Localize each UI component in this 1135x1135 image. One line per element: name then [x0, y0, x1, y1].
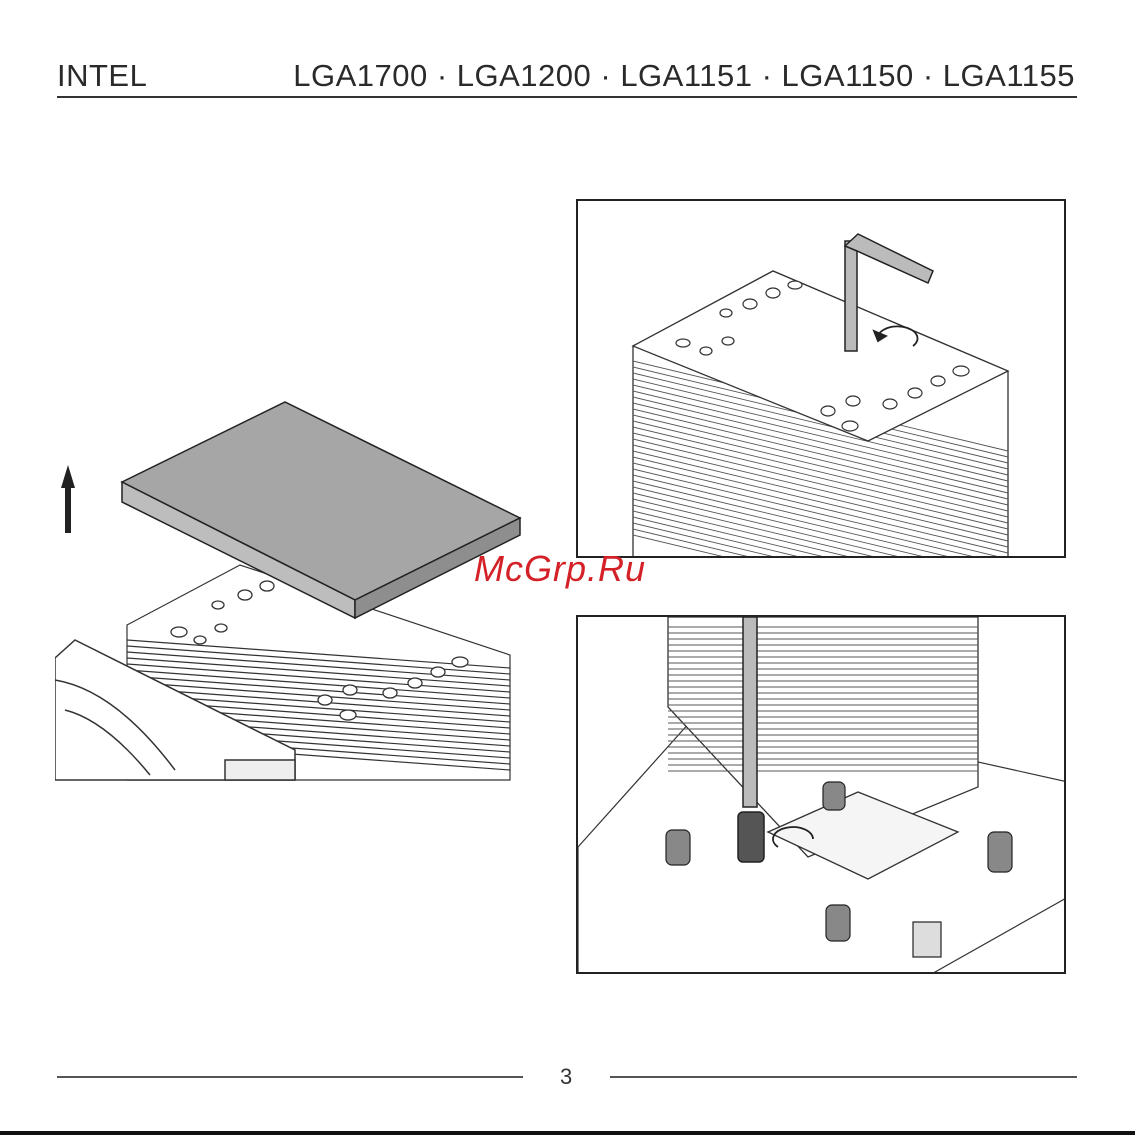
cover-removal-illustration: [55, 390, 535, 790]
header-divider: [57, 96, 1077, 98]
panel-screwdriver-step: [576, 615, 1066, 974]
footer-divider-left: [57, 1076, 523, 1078]
heatsink-cover: [122, 402, 520, 618]
fan-connector-icon: [913, 922, 941, 957]
page-number: 3: [560, 1064, 572, 1090]
footer-divider-right: [610, 1076, 1077, 1078]
up-arrow-icon: [61, 465, 75, 533]
header-sockets: LGA1700 · LGA1200 · LGA1151 · LGA1150 · …: [293, 58, 1075, 94]
header-brand: INTEL: [57, 58, 147, 94]
watermark-text: McGrp.Ru: [474, 548, 646, 590]
bottom-border: [0, 1131, 1135, 1135]
panel-hex-key-step: [576, 199, 1066, 558]
